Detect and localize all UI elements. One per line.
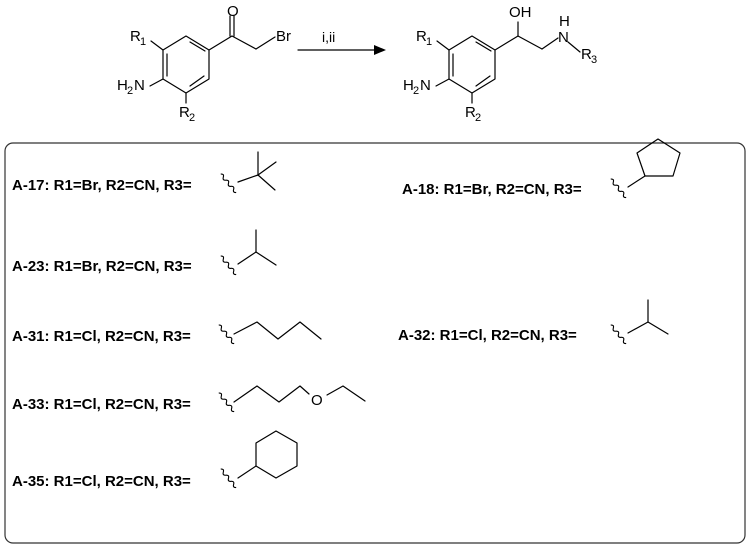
compound-entry-a33: A-33: R1=Cl, R2=CN, R3= O	[12, 385, 366, 413]
reactant-bromine: Br	[276, 28, 291, 45]
product-r1-subscript: 1	[426, 36, 432, 48]
product-n-r3-bond	[567, 41, 581, 53]
reactant-structure: O Br R 1 H 2 N R 2	[117, 3, 291, 124]
compound-entry-a31: A-31: R1=Cl, R2=CN, R3=	[12, 321, 322, 345]
cyclohexyl-icon	[220, 430, 298, 489]
product-ring-double-bond	[475, 41, 492, 52]
compound-label: A-32: R1=Cl, R2=CN, R3=	[398, 327, 577, 344]
n-butyl-icon	[218, 321, 322, 345]
compound-entry-a32: A-32: R1=Cl, R2=CN, R3=	[398, 299, 669, 345]
reactant-amine-bond	[149, 78, 164, 87]
product-benzene-ring	[448, 35, 496, 94]
product-nh-h: H	[559, 13, 570, 30]
reactant-r2-subscript: 2	[189, 112, 195, 124]
product-r3-subscript: 3	[591, 54, 597, 66]
product-ch2-n-bond	[541, 37, 559, 50]
product-amine-bond	[435, 78, 450, 87]
product-ring-double-bond	[475, 75, 491, 87]
reactant-r1-label: R	[130, 28, 141, 45]
ether-oxygen: O	[311, 392, 323, 409]
product-amine-subscript: 2	[413, 85, 419, 97]
product-r1-bond	[436, 40, 450, 51]
tert-butyl-icon	[220, 151, 277, 194]
compound-list-box	[4, 142, 746, 544]
compound-label: A-35: R1=Cl, R2=CN, R3=	[12, 473, 191, 490]
reaction-conditions: i,ii	[322, 29, 335, 45]
reactant-amine-subscript: 2	[127, 85, 133, 97]
product-ch2-bond	[517, 35, 543, 50]
reactant-ring-double-bond	[189, 41, 206, 52]
reactant-amine-h: H	[117, 77, 128, 94]
isopropyl-icon	[610, 299, 669, 345]
compound-label: A-18: R1=Br, R2=CN, R3=	[402, 181, 582, 198]
compound-label: A-23: R1=Br, R2=CN, R3=	[12, 258, 192, 275]
isopropyl-icon	[220, 229, 277, 276]
reactant-r1-bond	[150, 40, 164, 51]
reactant-aryl-carbonyl-bond	[208, 35, 233, 51]
product-aryl-carbinol-bond	[494, 35, 519, 51]
cyclopentyl-icon	[610, 138, 681, 199]
compound-entry-a18: A-18: R1=Br, R2=CN, R3=	[402, 138, 681, 199]
ethoxypropyl-icon: O	[218, 385, 366, 413]
arrow-head	[374, 45, 386, 55]
compound-entry-a35: A-35: R1=Cl, R2=CN, R3=	[12, 430, 298, 490]
product-amine-n: N	[420, 77, 431, 94]
reactant-ring-double-bond	[189, 75, 205, 87]
product-amine-h: H	[403, 77, 414, 94]
product-structure: OH H N R 3 R 1 H 2 N R 2	[403, 4, 597, 124]
compound-entry-a23: A-23: R1=Br, R2=CN, R3=	[12, 229, 277, 276]
product-r1-label: R	[416, 28, 427, 45]
product-r2-subscript: 2	[475, 112, 481, 124]
reactant-ch2-bond	[231, 35, 257, 50]
reactant-benzene-ring	[162, 35, 210, 94]
reactant-carbonyl-oxygen: O	[227, 3, 239, 20]
product-r3-label: R	[581, 46, 592, 63]
compound-label: A-31: R1=Cl, R2=CN, R3=	[12, 328, 191, 345]
product-r2-label: R	[465, 104, 476, 121]
product-hydroxyl: OH	[509, 4, 532, 21]
compound-label: A-17: R1=Br, R2=CN, R3=	[12, 177, 192, 194]
reactant-r1-subscript: 1	[140, 36, 146, 48]
reaction-arrow: i,ii	[297, 29, 386, 55]
compound-entry-a17: A-17: R1=Br, R2=CN, R3=	[12, 151, 277, 194]
reactant-r2-label: R	[179, 104, 190, 121]
reactant-ch2br-bond	[255, 36, 276, 50]
compound-label: A-33: R1=Cl, R2=CN, R3=	[12, 396, 191, 413]
reactant-amine-n: N	[134, 77, 145, 94]
product-nh-n: N	[558, 29, 569, 46]
